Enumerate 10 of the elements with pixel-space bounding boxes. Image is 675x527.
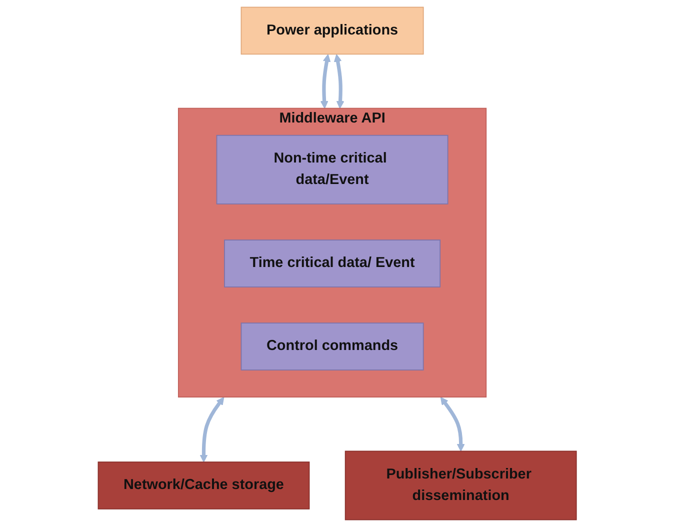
arrow bbox=[200, 396, 224, 462]
node-box: Control commands bbox=[241, 322, 424, 370]
arrow bbox=[334, 54, 344, 109]
node-box: Power applications bbox=[241, 6, 424, 55]
arrow bbox=[440, 396, 466, 452]
node-box: Network/Cache storage bbox=[98, 462, 310, 510]
arrow bbox=[320, 54, 331, 109]
node-box: Time critical data/ Event bbox=[224, 240, 441, 288]
node-box: Publisher/Subscriber dissemination bbox=[345, 450, 577, 520]
node-box: Non-time critical data/Event bbox=[216, 134, 448, 204]
